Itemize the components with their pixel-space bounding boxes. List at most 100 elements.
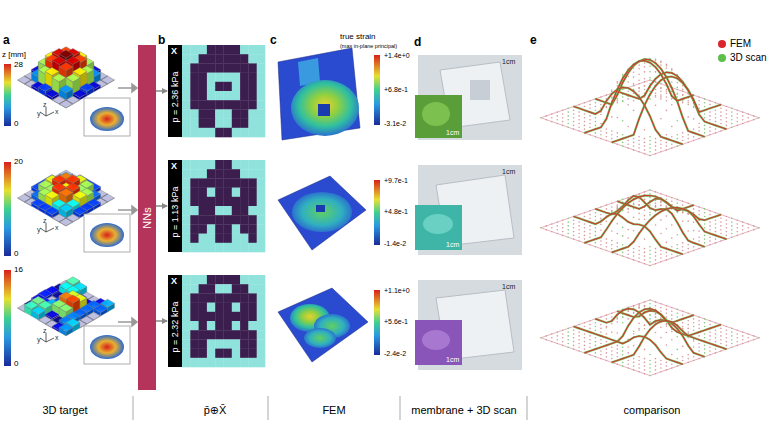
pixel (182, 330, 191, 340)
scan-dot (633, 345, 635, 347)
pixel (199, 109, 208, 119)
pixel (215, 224, 224, 234)
pixel (240, 109, 249, 119)
scan-dot (649, 140, 651, 142)
scan-dot (742, 119, 744, 121)
pixel (190, 45, 199, 55)
scan-dot (671, 246, 673, 248)
pixel (257, 100, 266, 110)
pixel (215, 73, 224, 83)
scan-dot (627, 140, 629, 142)
scan-dot (644, 324, 646, 326)
scan-dot (606, 204, 608, 206)
pixel (257, 197, 266, 207)
scan-dot (655, 138, 657, 140)
scan-dot (606, 106, 608, 108)
scan-dot (644, 218, 646, 220)
scan-dot (622, 100, 624, 102)
scan-dot (589, 214, 591, 216)
scan-dot (655, 301, 657, 303)
scan-dot (682, 204, 684, 206)
pixel (240, 169, 249, 179)
scan-dot (682, 94, 684, 96)
scan-dot (704, 238, 706, 240)
scan-dot (660, 147, 662, 149)
pixel (232, 82, 241, 92)
scan-dot (567, 218, 569, 220)
scan-dot (557, 111, 559, 113)
scan-dot (677, 138, 679, 140)
scan-dot (567, 111, 569, 113)
profile-curve (574, 214, 683, 255)
scan-dot (578, 339, 580, 341)
scan-dot (611, 312, 613, 314)
scan-dot (595, 216, 597, 218)
scan-dot (660, 64, 662, 66)
scan-dot (562, 125, 564, 127)
pixel (215, 63, 224, 73)
pixel (190, 169, 199, 179)
scan-dot (600, 244, 602, 246)
scan-dot (644, 78, 646, 80)
pixel (207, 275, 216, 285)
scan-dot (731, 127, 733, 129)
scan-dot (595, 235, 597, 237)
pixel (224, 188, 233, 198)
scan-dot (600, 328, 602, 330)
pixel (199, 275, 208, 285)
scan-dot (709, 134, 711, 136)
scan-dot (600, 114, 602, 116)
scan-dot (682, 250, 684, 252)
scan-dot (589, 233, 591, 235)
scan-dot (720, 233, 722, 235)
pixel (248, 243, 257, 253)
scan-dot (655, 58, 657, 60)
scan-dot (611, 240, 613, 242)
scan-dot (638, 201, 640, 203)
scan-dot (611, 350, 613, 352)
scan-dot (557, 123, 559, 125)
scan-dot (655, 206, 657, 208)
pixel (190, 178, 199, 188)
pixel (232, 63, 241, 73)
floor-outline (541, 190, 759, 266)
scan-dot (562, 345, 564, 347)
scan-dot (649, 193, 651, 195)
scan-dot (715, 242, 717, 244)
pixel (240, 63, 249, 73)
scan-dot (546, 229, 548, 231)
scan-dot (655, 206, 657, 208)
scan-dot (649, 254, 651, 256)
block-top (73, 68, 87, 76)
scan-dot (611, 202, 613, 204)
scan-dot (666, 149, 668, 151)
scan-dot (731, 108, 733, 110)
scan-dot (649, 71, 651, 73)
scan-dot (666, 110, 668, 112)
scan-dot (573, 329, 575, 331)
pixel (257, 54, 266, 64)
scan-dot (611, 230, 613, 232)
pixel (248, 293, 257, 303)
scan-dot (649, 151, 651, 153)
scan-dot (622, 350, 624, 352)
pixel (232, 54, 241, 64)
scan-dot (671, 81, 673, 83)
block-top (66, 74, 80, 82)
scan-dot (644, 85, 646, 87)
scan-dot (567, 331, 569, 333)
pixel (232, 160, 241, 170)
pixel (232, 321, 241, 331)
scan-dot (633, 306, 635, 308)
scan-dot (687, 138, 689, 140)
scan-dot (666, 242, 668, 244)
pixel (207, 243, 216, 253)
scan-dot (600, 218, 602, 220)
scan-dot (540, 227, 542, 229)
scan-dot (638, 193, 640, 195)
pixel (199, 91, 208, 101)
scan-dot (660, 303, 662, 305)
scan-dot (720, 225, 722, 227)
scan-dot (638, 64, 640, 66)
scan-dot (578, 225, 580, 227)
